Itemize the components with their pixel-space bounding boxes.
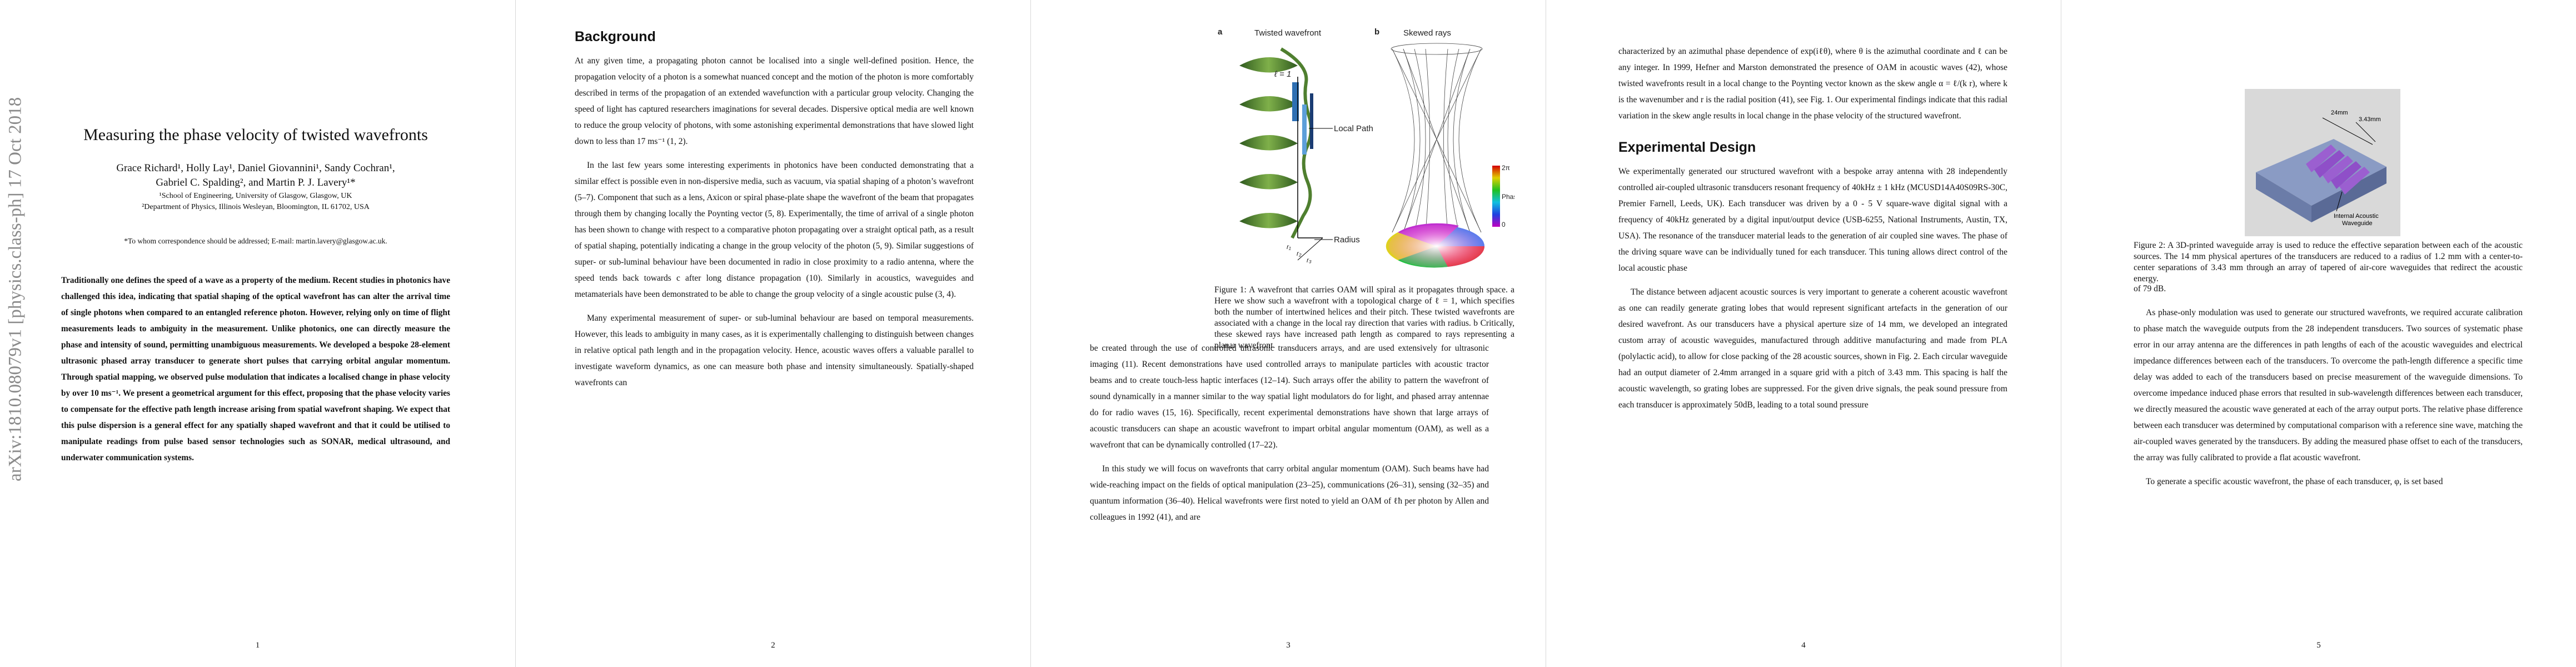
phase-min-label: 0 [1502,221,1506,228]
figure-1: a Twisted wavefront ℓ = 1 Local Path Rad… [1218,27,1514,268]
fig-label-a: a [1218,27,1223,37]
page-2: Background At any given time, a propagat… [515,0,1030,667]
radius-label: Radius [1334,235,1360,245]
r1-label: r₁ [1287,243,1291,251]
fig-label-b: b [1374,27,1379,37]
paper-title: Measuring the phase velocity of twisted … [83,126,428,144]
arxiv-sidebar-id[interactable]: arXiv:1810.08079v1 [physics.class-ph] 17… [5,97,26,481]
page-1: arXiv:1810.08079v1 [physics.class-ph] 17… [0,0,515,667]
paragraph: To generate a specific acoustic wavefron… [2146,477,2443,486]
ell-label: ℓ = 1 [1274,69,1291,79]
page-5: 24mm 3.43mm Internal Acoustic Waveguide … [2061,0,2576,667]
waveguide-ridges [2306,145,2370,195]
figure-1-caption: Figure 1: A wavefront that carries OAM w… [1214,285,1514,350]
author-list: Grace Richard¹, Holly Lay¹, Daniel Giova… [61,161,450,190]
paragraph: In the last few years some interesting e… [575,161,974,299]
fig-title-b: Skewed rays [1403,28,1451,38]
local-path-label: Local Path [1334,124,1373,133]
page-number: 1 [255,641,260,650]
dim-3-43mm: 3.43mm [2359,116,2381,123]
paragraph: The distance between adjacent acoustic s… [1618,287,2007,410]
page-3: a Twisted wavefront ℓ = 1 Local Path Rad… [1030,0,1546,667]
skewed-rays-illustration [1391,43,1483,233]
page-4-body: characterized by an azimuthal phase depe… [1618,43,2007,413]
paragraph: In this study we will focus on wavefront… [1090,464,1489,522]
phase-max-label: 2π [1502,164,1510,172]
authors-line-2: Gabriel C. Spalding², and Martin P. J. L… [156,177,356,188]
page-number: 2 [771,641,775,650]
paragraph: be created through the use of controlled… [1090,344,1489,450]
page-number: 5 [2316,641,2321,650]
figure-2-caption: Figure 2: A 3D-printed waveguide array i… [2134,241,2523,283]
waveguide-label-line-2: Waveguide [2342,220,2373,227]
waveguide-label-line-1: Internal Acoustic [2334,213,2379,220]
r3-label: r₃ [1307,256,1312,264]
page-number: 4 [1801,641,1806,650]
section-heading-experimental-design: Experimental Design [1618,140,1756,155]
affiliation-2: ²Department of Physics, Illinois Wesleya… [142,203,370,211]
page-3-body: be created through the use of controlled… [1090,340,1489,525]
paragraph: of 79 dB. [2134,284,2166,293]
fig-title-a: Twisted wavefront [1254,28,1322,38]
section-heading-background: Background [575,29,656,44]
affiliations: ¹School of Engineering, University of Gl… [61,191,450,213]
dim-24mm: 24mm [2331,109,2348,116]
authors-line-1: Grace Richard¹, Holly Lay¹, Daniel Giova… [116,162,395,174]
paragraph: As phase-only modulation was used to gen… [2134,308,2523,462]
paragraph: Many experimental measurement of super- … [575,313,974,387]
twisted-wavefront-illustration [1239,47,1323,261]
figure-2: 24mm 3.43mm Internal Acoustic Waveguide [2245,89,2400,236]
phase-colorbar [1492,166,1500,227]
paragraph: We experimentally generated our structur… [1618,167,2007,273]
phase-axis-label: Phase [1502,193,1514,201]
paragraph: characterized by an azimuthal phase depe… [1618,47,2007,121]
page-2-body: Background At any given time, a propagat… [575,29,974,391]
page-4: characterized by an azimuthal phase depe… [1546,0,2061,667]
correspondence-note: *To whom correspondence should be addres… [124,237,387,245]
phase-disk [1386,223,1484,268]
r2-label: r₂ [1297,250,1302,257]
paragraph: At any given time, a propagating photon … [575,56,974,146]
abstract: Traditionally one defines the speed of a… [61,276,450,462]
page-5-body: of 79 dB. As phase-only modulation was u… [2134,281,2523,490]
page-number: 3 [1286,641,1291,650]
affiliation-1: ¹School of Engineering, University of Gl… [159,192,352,200]
